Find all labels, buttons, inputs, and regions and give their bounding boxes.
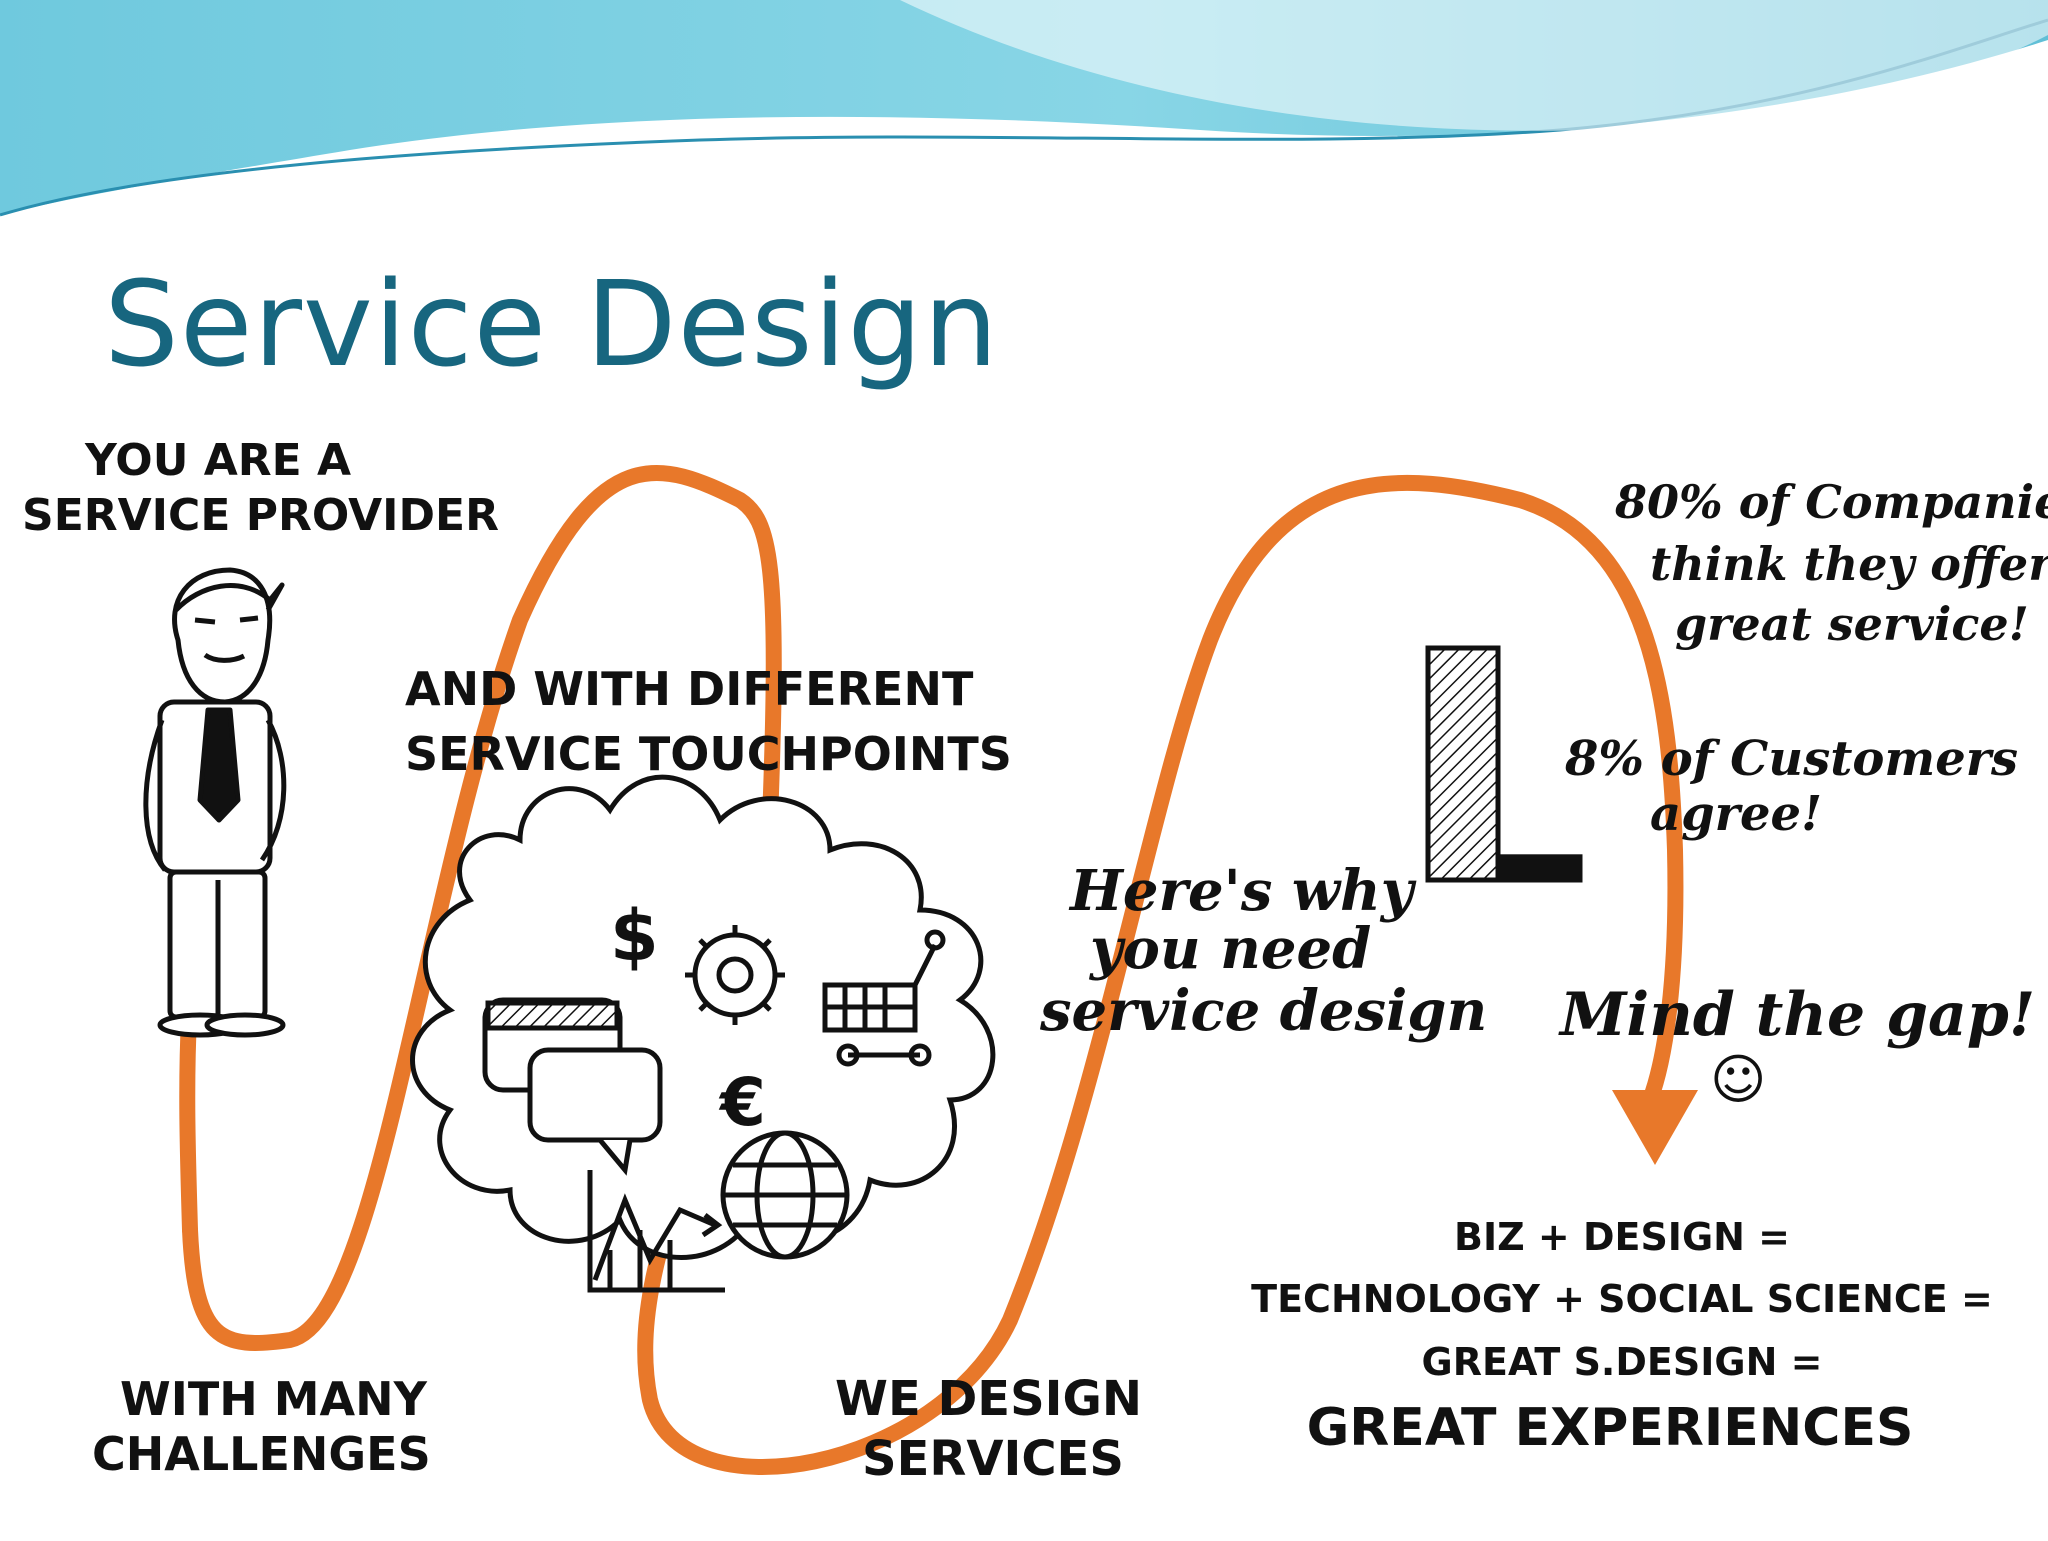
header-wave xyxy=(0,0,2048,217)
gap-bar-chart xyxy=(1425,645,1583,883)
caption-design-line1: WE DESIGN xyxy=(835,1371,1142,1427)
journey-curve xyxy=(182,464,1684,1475)
caption-provider-line2: SERVICE PROVIDER xyxy=(22,490,499,541)
caption-why-line3: service design xyxy=(1039,978,1487,1044)
caption-challenges-line1: WITH MANY xyxy=(120,1372,428,1426)
equation-line2: TECHNOLOGY + SOCIAL SCIENCE = xyxy=(1251,1277,1993,1321)
caption-design-line2: SERVICES xyxy=(862,1431,1124,1487)
caption-companies-line2: think they offer xyxy=(1650,537,2048,591)
gear-icon xyxy=(685,925,785,1025)
equation-line3: GREAT S.DESIGN = xyxy=(1422,1340,1823,1384)
caption-customers-line2: agree! xyxy=(1650,786,1822,842)
slide-title: Service Design xyxy=(104,255,1000,393)
bar-customers xyxy=(1495,854,1583,883)
smiley-icon: ☺ xyxy=(1710,1048,1766,1111)
chart-icon xyxy=(587,1170,725,1293)
caption-why-line2: you need xyxy=(1088,916,1371,982)
caption-why-line1: Here's why xyxy=(1068,858,1417,924)
caption-touchpoints-line2: SERVICE TOUCHPOINTS xyxy=(405,727,1012,781)
dollar-icon: $ xyxy=(610,895,659,977)
shopping-cart-icon xyxy=(822,929,946,1067)
caption-touchpoints-line1: AND WITH DIFFERENT xyxy=(405,662,974,716)
caption-companies-line1: 80% of Companies xyxy=(1614,475,2048,529)
arrow-head-icon xyxy=(1612,1090,1698,1165)
caption-companies-line3: great service! xyxy=(1675,597,2029,651)
caption-mind-the-gap: Mind the gap! xyxy=(1558,980,2035,1050)
equation-line1: BIZ + DESIGN = xyxy=(1454,1215,1790,1259)
equation-line4: GREAT EXPERIENCES xyxy=(1307,1398,1914,1458)
bar-companies xyxy=(1425,645,1501,883)
globe-icon xyxy=(720,1130,850,1260)
person-icon xyxy=(143,567,287,1038)
caption-provider-line1: YOU ARE A xyxy=(84,435,351,486)
euro-icon: € xyxy=(718,1064,766,1141)
chat-bubbles-icon xyxy=(482,997,663,1176)
caption-customers-line1: 8% of Customers xyxy=(1564,731,2018,787)
caption-challenges-line2: CHALLENGES xyxy=(92,1427,431,1481)
